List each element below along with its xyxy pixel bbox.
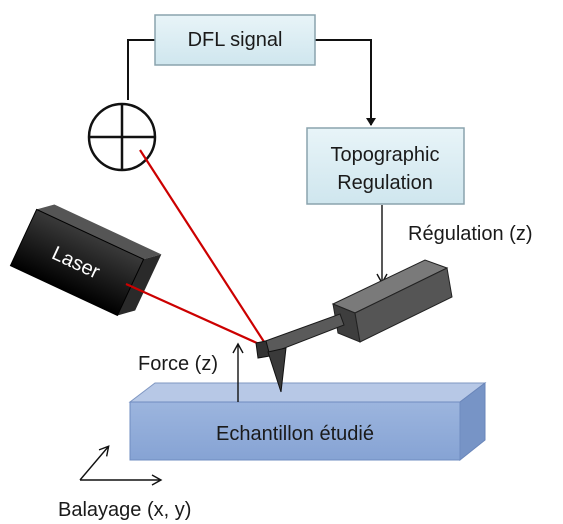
photodetector-icon	[87, 102, 157, 172]
topographic-label-line2: Regulation	[337, 172, 433, 194]
regulation-z-label: Régulation (z)	[408, 223, 533, 245]
signal-wiring	[127, 39, 376, 126]
laser-beam	[125, 149, 269, 350]
force-z-label: Force (z)	[138, 353, 218, 375]
scan-xy-label: Balayage (x, y)	[58, 499, 191, 521]
sample-label: Echantillon étudié	[216, 423, 374, 445]
dfl-signal-box: DFL signal	[154, 14, 316, 66]
cantilever-tip	[255, 313, 345, 393]
sample-block: Echantillon étudié	[128, 381, 487, 462]
topographic-regulation-box: Topographic Regulation	[306, 127, 465, 205]
cantilever-holder	[331, 259, 453, 343]
topographic-label-line1: Topographic	[331, 144, 440, 166]
scan-axes-icon	[79, 445, 163, 486]
dfl-signal-label: DFL signal	[188, 29, 283, 51]
laser-source: Laser	[9, 204, 162, 317]
